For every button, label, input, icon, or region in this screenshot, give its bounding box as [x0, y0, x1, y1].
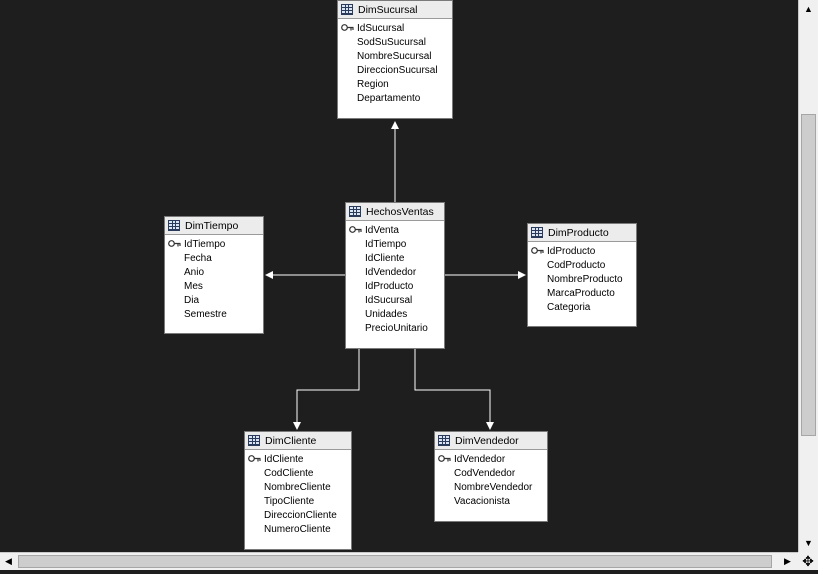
- column-row[interactable]: Region: [357, 78, 389, 90]
- table-header[interactable]: HechosVentas: [346, 203, 444, 221]
- table-title: DimSucursal: [358, 3, 418, 16]
- key-icon: [248, 455, 261, 462]
- diagram-canvas[interactable]: DimSucursal IdSucursal SodSuSucursal Nom…: [0, 0, 798, 552]
- column-row[interactable]: Semestre: [184, 308, 227, 320]
- table-title: DimTiempo: [185, 219, 239, 232]
- column-row[interactable]: PrecioUnitario: [365, 322, 428, 334]
- table-dimproducto[interactable]: DimProducto IdProducto CodProducto Nombr…: [527, 223, 637, 327]
- table-header[interactable]: DimSucursal: [338, 1, 452, 19]
- column-row[interactable]: IdProducto: [528, 244, 636, 258]
- column-row[interactable]: Dia: [184, 294, 200, 306]
- column-row[interactable]: IdSucursal: [338, 21, 452, 35]
- column-row[interactable]: IdTiempo: [365, 238, 407, 250]
- table-dimsucursal[interactable]: DimSucursal IdSucursal SodSuSucursal Nom…: [337, 0, 453, 119]
- vertical-scroll-thumb[interactable]: [801, 114, 816, 436]
- relationship-lines: [265, 121, 526, 430]
- key-icon: [349, 226, 362, 233]
- column-row[interactable]: Anio: [184, 266, 205, 278]
- table-dimcliente[interactable]: DimCliente IdCliente CodCliente NombreCl…: [244, 431, 352, 550]
- table-icon: [531, 227, 543, 238]
- table-title: DimVendedor: [455, 434, 519, 447]
- column-row[interactable]: DireccionCliente: [264, 509, 337, 521]
- column-row[interactable]: IdCliente: [245, 452, 351, 466]
- table-icon: [168, 220, 180, 231]
- column-row[interactable]: MarcaProducto: [547, 287, 615, 299]
- table-header[interactable]: DimTiempo: [165, 217, 263, 235]
- column-row[interactable]: IdVendedor: [435, 452, 547, 466]
- column-row[interactable]: CodVendedor: [454, 467, 516, 479]
- column-row[interactable]: IdVenta: [346, 223, 444, 237]
- column-row[interactable]: IdTiempo: [165, 237, 263, 251]
- column-row[interactable]: IdSucursal: [365, 294, 413, 306]
- arrow-left-icon[interactable]: ◀: [5, 556, 12, 566]
- arrow-up-icon[interactable]: ▲: [804, 3, 813, 14]
- relationship-hechos-vendedor: [414, 348, 494, 430]
- table-header[interactable]: DimCliente: [245, 432, 351, 450]
- window-bottom-edge: [0, 570, 818, 574]
- vertical-scrollbar[interactable]: ▲ ▼: [798, 0, 818, 552]
- column-row[interactable]: Unidades: [365, 308, 408, 320]
- horizontal-scrollbar[interactable]: ◀ ▶: [0, 552, 798, 570]
- column-row[interactable]: CodCliente: [264, 467, 314, 479]
- column-row[interactable]: IdVendedor: [365, 266, 417, 278]
- table-title: HechosVentas: [366, 205, 434, 218]
- column-row[interactable]: Categoria: [547, 301, 591, 313]
- column-row[interactable]: DireccionSucursal: [357, 64, 438, 76]
- table-dimtiempo[interactable]: DimTiempo IdTiempo Fecha Anio Mes Dia Se…: [164, 216, 264, 334]
- column-row[interactable]: IdCliente: [365, 252, 405, 264]
- pan-move-icon[interactable]: ✥: [798, 552, 818, 570]
- column-row[interactable]: NombreSucursal: [357, 50, 432, 62]
- table-icon: [349, 206, 361, 217]
- table-icon: [248, 435, 260, 446]
- column-row[interactable]: CodProducto: [547, 259, 606, 271]
- column-row[interactable]: TipoCliente: [264, 495, 315, 507]
- table-title: DimCliente: [265, 434, 317, 447]
- relationship-hechos-cliente: [293, 348, 360, 430]
- table-header[interactable]: DimVendedor: [435, 432, 547, 450]
- column-row[interactable]: NombreVendedor: [454, 481, 533, 493]
- key-icon: [168, 240, 181, 247]
- column-row[interactable]: SodSuSucursal: [357, 36, 426, 48]
- arrow-right-icon[interactable]: ▶: [784, 556, 791, 566]
- table-header[interactable]: DimProducto: [528, 224, 636, 242]
- column-row[interactable]: NumeroCliente: [264, 523, 331, 535]
- column-row[interactable]: Departamento: [357, 92, 421, 104]
- arrow-down-icon[interactable]: ▼: [804, 537, 813, 548]
- column-row[interactable]: NombreProducto: [547, 273, 623, 285]
- key-icon: [531, 247, 544, 254]
- table-icon: [341, 4, 353, 15]
- column-row[interactable]: IdProducto: [365, 280, 414, 292]
- column-row[interactable]: NombreCliente: [264, 481, 331, 493]
- column-row[interactable]: Mes: [184, 280, 203, 292]
- table-icon: [438, 435, 450, 446]
- horizontal-scroll-thumb[interactable]: [18, 555, 772, 568]
- column-row[interactable]: Fecha: [184, 252, 212, 264]
- table-title: DimProducto: [548, 226, 609, 239]
- key-icon: [341, 24, 354, 31]
- table-dimvendedor[interactable]: DimVendedor IdVendedor CodVendedor Nombr…: [434, 431, 548, 522]
- column-row[interactable]: Vacacionista: [454, 495, 510, 507]
- table-hechosventas[interactable]: HechosVentas IdVenta IdTiempo IdCliente …: [345, 202, 445, 349]
- key-icon: [438, 455, 451, 462]
